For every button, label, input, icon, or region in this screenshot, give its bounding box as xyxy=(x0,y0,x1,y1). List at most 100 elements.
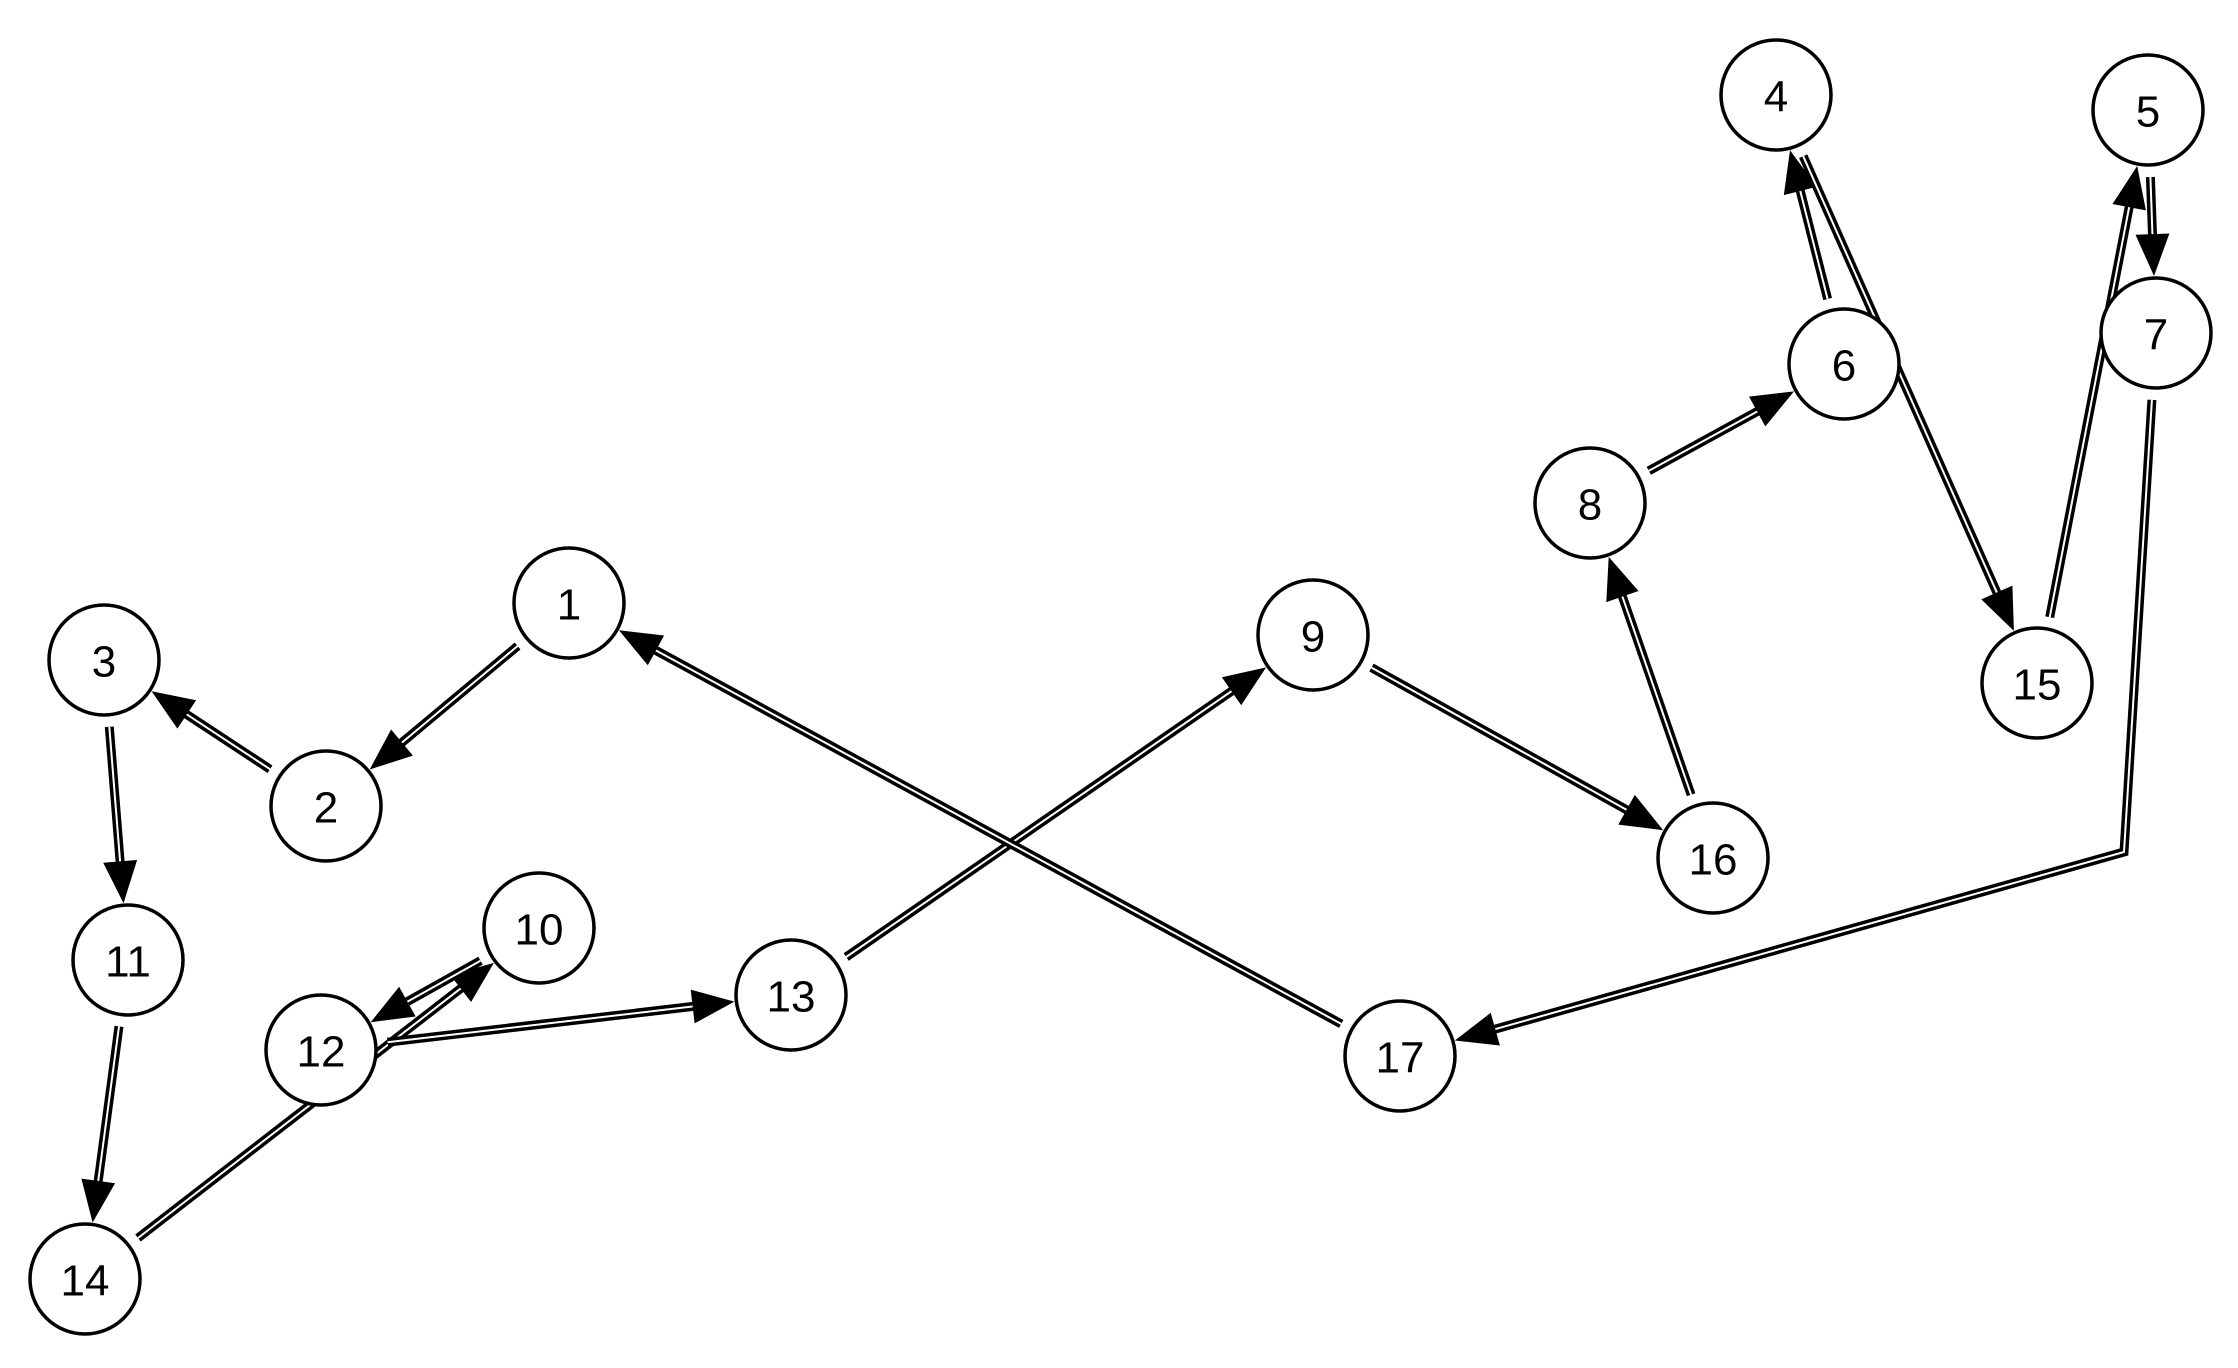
edge-12-to-13 xyxy=(386,989,735,1047)
node-label: 5 xyxy=(2136,88,2160,137)
node-label: 4 xyxy=(1764,73,1788,122)
arrowhead-icon xyxy=(2112,166,2146,211)
node-label: 17 xyxy=(1376,1034,1425,1083)
node-1: 1 xyxy=(512,546,626,660)
arrowhead-icon xyxy=(81,1178,116,1223)
node-circle xyxy=(2091,53,2205,167)
node-2: 2 xyxy=(269,749,383,863)
edge-line-highlight xyxy=(845,688,1236,958)
arrowhead-icon xyxy=(370,986,416,1023)
edge-4-to-15 xyxy=(1799,154,2014,631)
node-circle xyxy=(1256,578,1370,692)
edge-line-highlight xyxy=(108,726,122,866)
arrowhead-icon xyxy=(690,989,735,1024)
arrowhead-icon xyxy=(1783,150,1817,196)
edge-line-highlight xyxy=(398,645,519,746)
edge-8-to-6 xyxy=(1646,391,1794,475)
node-circle xyxy=(28,1222,142,1336)
edge-15-to-5 xyxy=(2045,166,2146,619)
node-5: 5 xyxy=(2091,53,2205,167)
edge-7-to-17 xyxy=(1454,399,2157,1046)
edge-6-to-4 xyxy=(1783,150,1832,301)
edge-line-highlight xyxy=(403,959,481,1005)
node-17: 17 xyxy=(1343,999,1457,1113)
node-11: 11 xyxy=(71,903,185,1017)
node-circle xyxy=(71,903,185,1017)
arrowhead-icon xyxy=(1618,794,1664,831)
edge-13-to-9 xyxy=(843,667,1267,961)
node-circle xyxy=(269,749,383,863)
node-6: 6 xyxy=(1787,307,1901,421)
arrowhead-icon xyxy=(151,691,197,729)
arrowhead-icon xyxy=(369,729,413,770)
edge-16-to-8 xyxy=(1606,556,1696,797)
edge-line-highlight xyxy=(651,647,1342,1025)
node-label: 7 xyxy=(2144,311,2168,360)
node-9: 9 xyxy=(1256,578,1370,692)
edge-line-highlight xyxy=(182,711,271,771)
node-label: 1 xyxy=(557,581,581,630)
edge-line-highlight xyxy=(137,985,465,1239)
edge-line-highlight xyxy=(2048,203,2131,618)
edge-11-to-14 xyxy=(81,1025,124,1223)
arrowhead-icon xyxy=(1981,585,2014,631)
edges-layer xyxy=(81,150,2170,1242)
node-label: 16 xyxy=(1689,836,1738,885)
node-3: 3 xyxy=(47,603,161,717)
edge-line-highlight xyxy=(1798,186,1829,300)
node-circle xyxy=(734,938,848,1052)
node-13: 13 xyxy=(734,938,848,1052)
edge-line-highlight xyxy=(2149,176,2154,239)
arrowhead-icon xyxy=(2135,233,2170,276)
node-label: 15 xyxy=(2013,661,2062,710)
node-label: 2 xyxy=(314,784,338,833)
node-circle xyxy=(1787,307,1901,421)
node-circle xyxy=(1656,801,1770,915)
node-label: 6 xyxy=(1832,342,1856,391)
node-circle xyxy=(47,603,161,717)
edge-line-highlight xyxy=(1620,592,1693,796)
node-circle xyxy=(512,546,626,660)
edge-line-highlight xyxy=(387,1005,697,1044)
node-circle xyxy=(2099,276,2213,390)
arrowhead-icon xyxy=(1606,556,1639,603)
edge-2-to-3 xyxy=(151,691,273,773)
node-16: 16 xyxy=(1656,801,1770,915)
edge-line-highlight xyxy=(1802,155,2000,597)
node-label: 10 xyxy=(515,906,564,955)
node-label: 13 xyxy=(767,973,816,1022)
edge-line-highlight xyxy=(1491,399,2153,1032)
edge-3-to-11 xyxy=(103,726,138,904)
edge-9-to-16 xyxy=(1369,663,1664,831)
arrowhead-icon xyxy=(1221,667,1267,706)
node-circle xyxy=(482,871,596,985)
arrowhead-icon xyxy=(1454,1012,1500,1046)
node-14: 14 xyxy=(28,1222,142,1336)
node-7: 7 xyxy=(2099,276,2213,390)
edge-line-highlight xyxy=(1371,666,1631,813)
arrowhead-icon xyxy=(103,860,138,904)
edge-1-to-2 xyxy=(369,642,521,770)
node-label: 3 xyxy=(92,638,116,687)
node-circle xyxy=(264,993,378,1107)
node-4: 4 xyxy=(1719,38,1833,152)
node-label: 8 xyxy=(1578,481,1602,530)
edge-17-to-1 xyxy=(619,630,1344,1028)
node-label: 9 xyxy=(1301,613,1325,662)
node-label: 11 xyxy=(105,938,151,987)
edge-10-to-12 xyxy=(370,956,483,1023)
edge-line-highlight xyxy=(1648,408,1762,472)
node-15: 15 xyxy=(1980,626,2094,740)
arrowhead-icon xyxy=(1749,391,1794,427)
edge-line-highlight xyxy=(96,1026,120,1186)
edge-5-to-7 xyxy=(2135,176,2170,276)
node-10: 10 xyxy=(482,871,596,985)
node-12: 12 xyxy=(264,993,378,1107)
node-circle xyxy=(1343,999,1457,1113)
node-label: 14 xyxy=(61,1257,110,1306)
node-circle xyxy=(1980,626,2094,740)
node-circle xyxy=(1719,38,1833,152)
node-label: 12 xyxy=(297,1028,346,1077)
